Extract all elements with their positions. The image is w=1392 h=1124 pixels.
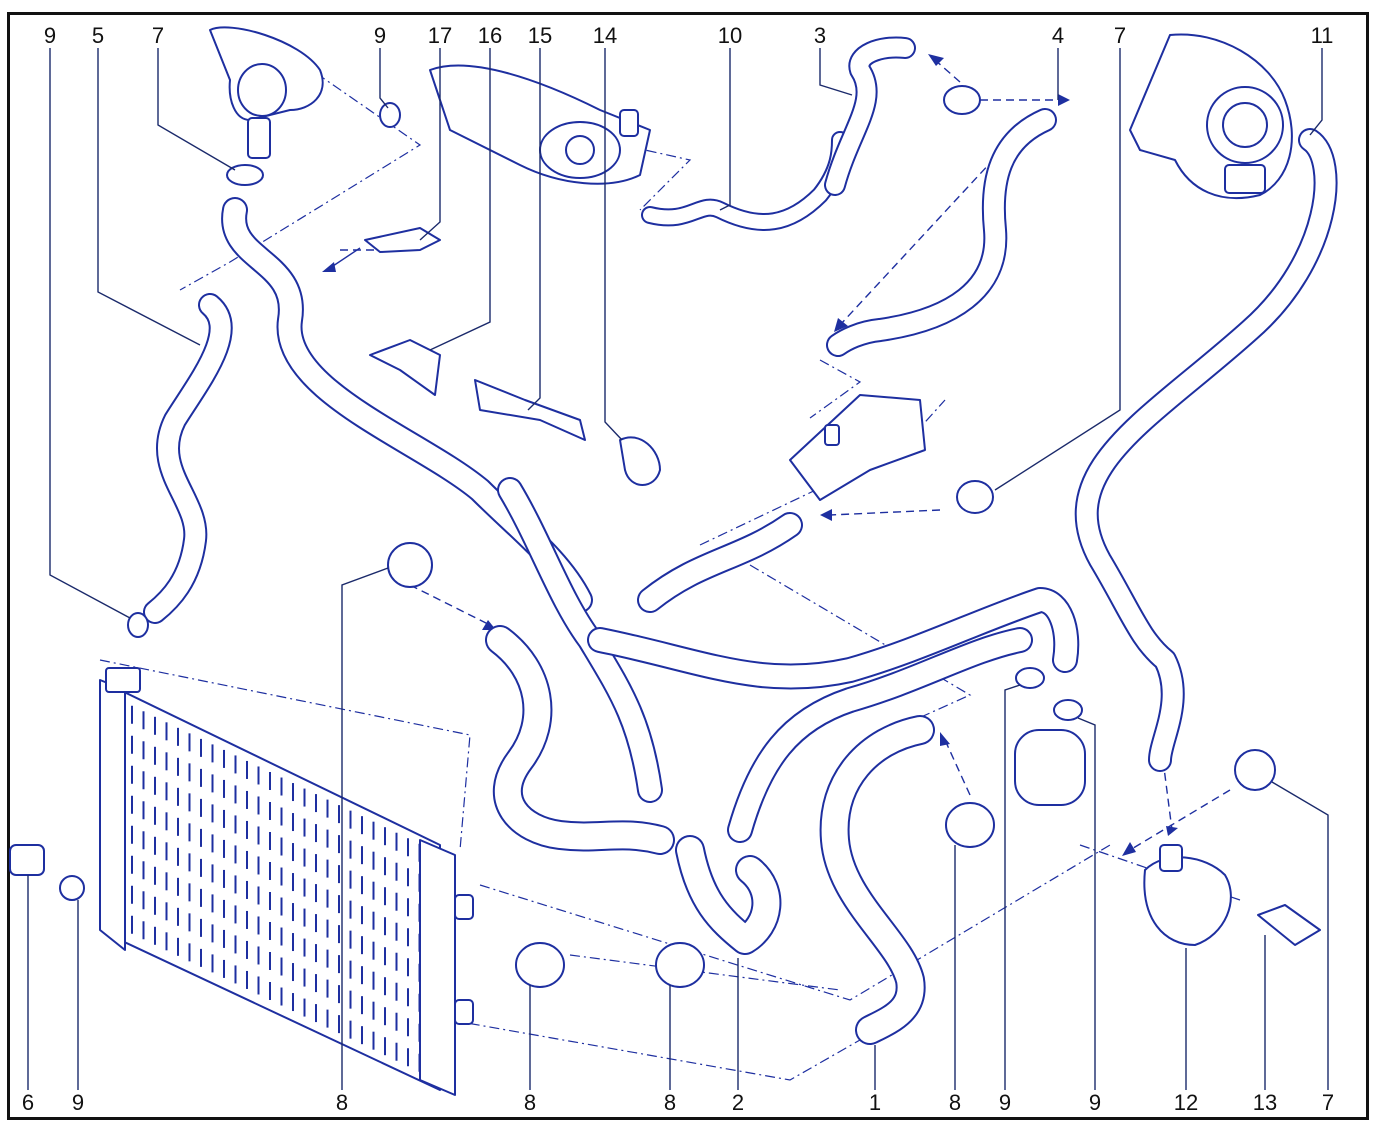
callout-9-top-left: 9 [44,23,56,48]
callout-9-top: 9 [374,23,386,48]
callout-3: 3 [814,23,826,48]
callout-7-bottom-right: 7 [1322,1090,1334,1115]
callout-labels: 9 5 7 9 17 16 15 14 10 3 4 7 11 6 9 8 8 … [22,23,1334,1115]
callout-4: 4 [1052,23,1064,48]
callout-8-d: 8 [949,1090,961,1115]
callout-8-b: 8 [524,1090,536,1115]
callout-13: 13 [1253,1090,1277,1115]
callout-9-bottom-b: 9 [1089,1090,1101,1115]
turbo-housing [1129,33,1293,200]
callout-8-a: 8 [336,1090,348,1115]
callout-9-bottom-a: 9 [999,1090,1011,1115]
callout-12: 12 [1174,1090,1198,1115]
hose-clamps [9,85,1276,988]
callout-14: 14 [593,23,617,48]
callout-7-top-right: 7 [1114,23,1126,48]
callout-10: 10 [718,23,742,48]
callout-5: 5 [92,23,104,48]
callout-17: 17 [428,23,452,48]
callout-1: 1 [869,1090,881,1115]
callout-8-c: 8 [664,1090,676,1115]
callout-7-top-left: 7 [152,23,164,48]
callout-11: 11 [1311,23,1334,48]
callout-16: 16 [478,23,502,48]
callout-9-bottom-left: 9 [72,1090,84,1115]
callout-15: 15 [528,23,552,48]
callout-2: 2 [732,1090,744,1115]
radiator [99,667,474,1096]
engine-outlet-housing [209,26,324,159]
callout-6: 6 [22,1090,34,1115]
hoses [143,36,1338,1045]
callout-leader-lines [27,48,1329,1090]
small-parts [364,227,1321,946]
